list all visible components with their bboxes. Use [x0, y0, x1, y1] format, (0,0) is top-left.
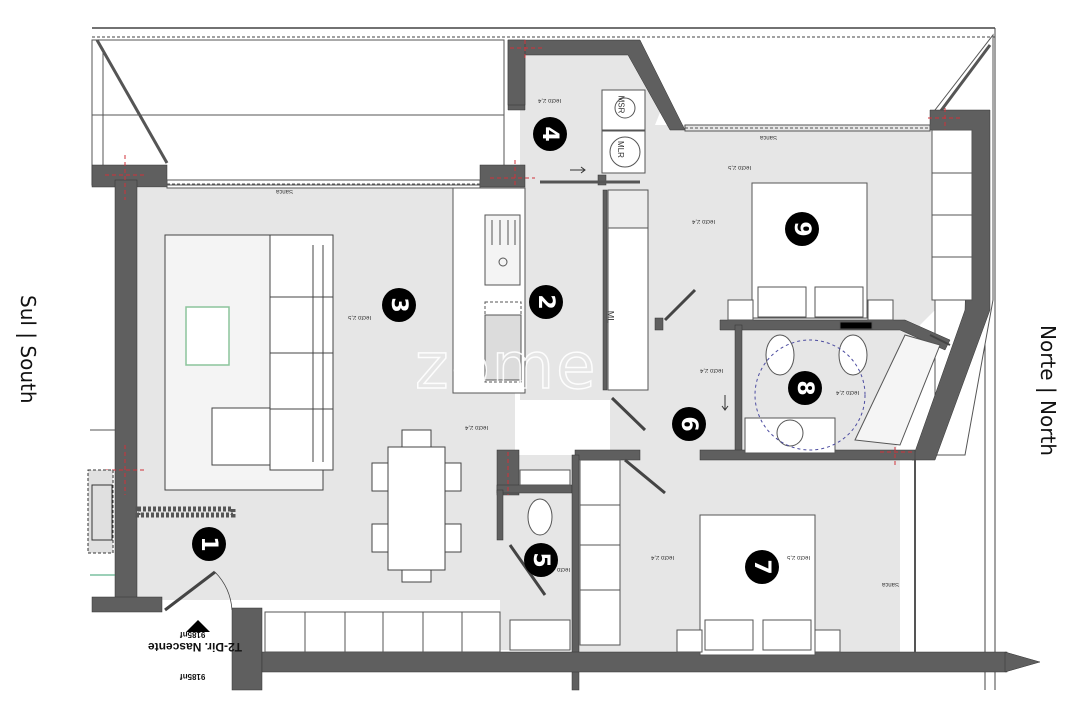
room-marker-8: 8	[788, 371, 822, 405]
ceiling-label-bedroom-bottom-b: Tecto 2,5	[787, 554, 812, 560]
room-marker-3: 3	[382, 288, 416, 322]
direction-arrows	[570, 166, 729, 411]
hob	[484, 314, 522, 381]
ceiling-label-bedroom-bottom-a: Tecto 2,4	[651, 554, 676, 560]
north-label: Norte | North	[1036, 325, 1060, 456]
radiator	[135, 506, 236, 518]
entrance-unit-label: T2-Dir. Nascente	[148, 640, 243, 654]
ceiling-label-bedroom-top-a: Tecto 2,5	[728, 164, 753, 170]
ceiling-label-living-a: Tecto 2,5	[348, 314, 373, 320]
room-marker-7: 7	[745, 550, 779, 584]
ceiling-label-living-b: Tecto 2,4	[465, 424, 490, 430]
kitchen	[452, 187, 649, 394]
sink	[484, 214, 521, 286]
ceiling-label-wc: Tecto	[557, 566, 572, 572]
ceiling-label-laundry: Tecto 2,4	[538, 97, 563, 103]
laundry-appliances	[540, 89, 646, 184]
sill-label-right-top: Sanca	[760, 134, 778, 140]
ceiling-label-bedroom-top-b: Tecto 2,4	[692, 218, 717, 224]
appliance-label-1: MSR	[616, 95, 626, 114]
living-furniture	[164, 234, 462, 583]
bedroom-bottom-furniture	[676, 514, 841, 656]
frame-lines	[92, 27, 996, 690]
room-marker-1: 1	[192, 527, 226, 561]
entrance-sub-label-2: 9185nf	[180, 672, 206, 681]
dining-table	[387, 446, 446, 571]
room-marker-4: 4	[533, 117, 567, 151]
left-neighbour	[87, 429, 115, 576]
watermark: zome	[414, 329, 598, 405]
fridge-label: ML	[605, 310, 616, 324]
coffee-table	[185, 306, 230, 366]
south-label: Sul | South	[16, 295, 40, 404]
room-marker-9: 9	[785, 212, 819, 246]
room-marker-2: 2	[529, 285, 563, 319]
ceiling-label-hall: Tecto 2,4	[700, 367, 725, 373]
room-marker-6: 6	[672, 407, 706, 441]
axis-marks	[105, 40, 962, 495]
balcony-top	[91, 39, 505, 186]
sill-label-top: Sanca	[276, 188, 294, 194]
wc-fixtures	[509, 469, 571, 651]
bedroom-top-furniture	[727, 129, 973, 321]
bathroom-fixtures	[744, 321, 941, 454]
fridge	[607, 227, 649, 391]
wardrobes	[264, 459, 621, 653]
appliance-label-2: MLR	[615, 141, 625, 158]
entrance-arrow-icon	[186, 620, 210, 632]
windows	[166, 124, 931, 652]
ceiling-label-bath: Tecto 2,4	[836, 389, 861, 395]
entrance-sub-label: 9185nf	[180, 630, 206, 639]
room-marker-5: 5	[524, 543, 558, 577]
sill-label-right-bottom: Sanca	[882, 581, 900, 587]
